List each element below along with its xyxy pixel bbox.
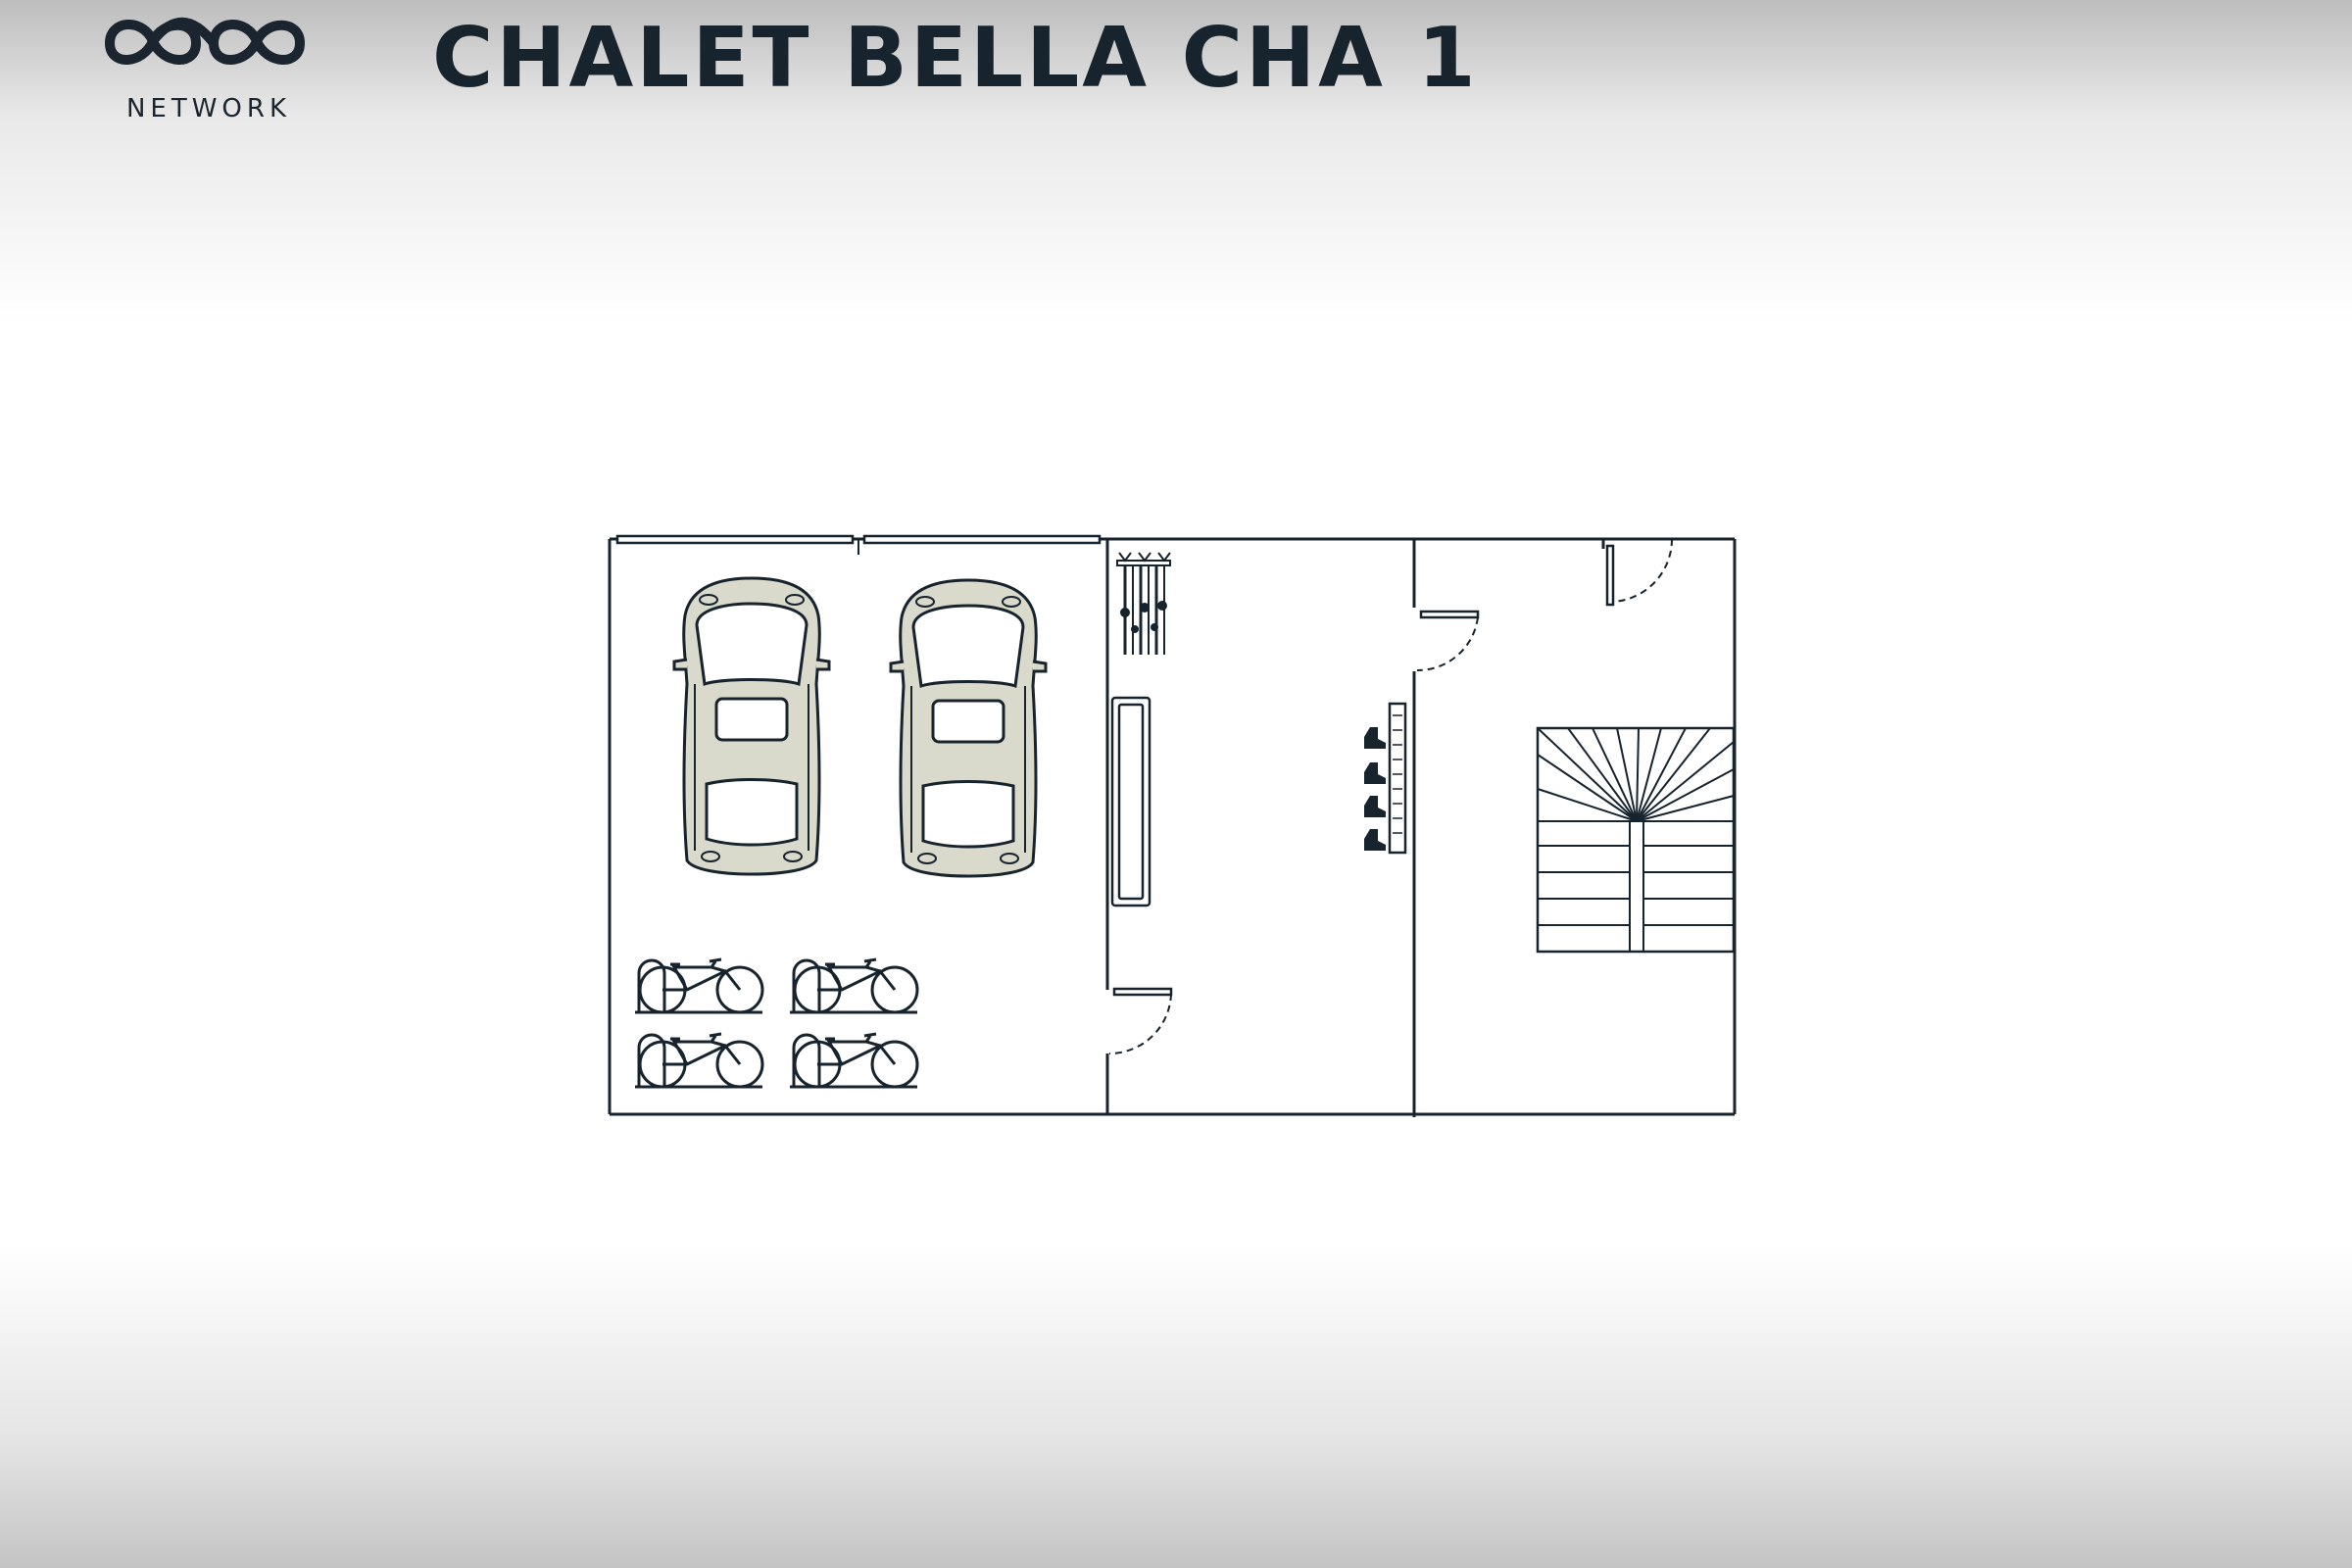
- logo-wordmark: NETWORK: [125, 94, 292, 123]
- brand-logo: NETWORK: [98, 8, 323, 125]
- bench: [1110, 696, 1152, 907]
- bicycle-icon: [788, 957, 919, 1014]
- staircase-icon: [1536, 726, 1736, 954]
- car-icon: [672, 576, 831, 876]
- bicycle-icon: [788, 1032, 919, 1089]
- page-title: CHALET BELLA CHA 1: [432, 10, 1479, 107]
- boot-rack-icon: [1364, 702, 1407, 855]
- bicycle-icon: [633, 1032, 764, 1089]
- door-swing-icon: [1416, 610, 1480, 672]
- car-icon: [889, 578, 1048, 878]
- door-swing-icon: [1108, 987, 1173, 1054]
- logo-mark-icon: [104, 17, 306, 65]
- door-swing-icon: [1601, 538, 1674, 607]
- garage-door: [615, 534, 1102, 555]
- bicycle-icon: [633, 957, 764, 1014]
- ski-rack-icon: [1116, 552, 1171, 655]
